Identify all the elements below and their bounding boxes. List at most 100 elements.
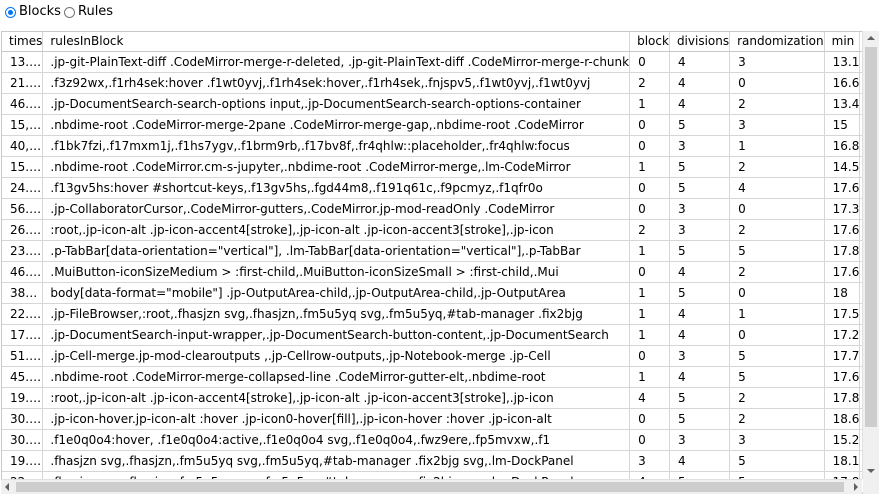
table-cell-times[interactable]: 45.… [2, 366, 44, 388]
table-cell-times[interactable]: 26.… [2, 219, 44, 241]
table-row[interactable]: 24.….f13gv5hs:hover #shortcut-keys,.f13g… [2, 177, 877, 199]
table-cell-divisions[interactable]: 5 [669, 156, 731, 178]
radio-blocks-indicator[interactable] [5, 6, 16, 18]
table-cell-block[interactable]: 1 [629, 303, 670, 325]
table-cell-min[interactable]: 17.6 [824, 219, 861, 241]
radio-rules-label[interactable]: Rules [78, 4, 114, 19]
table-cell-rulesinblock[interactable]: .f1e0q0o4:hover, .f1e0q0o4:active,.f1e0q… [42, 429, 631, 451]
table-cell-min[interactable]: 17.3 [824, 198, 861, 220]
table-cell-times[interactable]: 38… [2, 282, 44, 304]
table-cell-randomization[interactable]: 2 [729, 408, 825, 430]
table-cell-block[interactable]: 1 [629, 93, 670, 115]
table-cell-times[interactable]: 30.… [2, 408, 44, 430]
table-cell-min[interactable]: 13.1 [824, 51, 861, 73]
table-cell-min[interactable]: 15.2 [824, 429, 861, 451]
table-row[interactable]: 30.….f1e0q0o4:hover, .f1e0q0o4:active,.f… [2, 429, 877, 451]
table-cell-divisions[interactable]: 4 [669, 324, 731, 346]
radio-blocks[interactable]: Blocks [5, 4, 61, 20]
table-cell-divisions[interactable]: 4 [669, 450, 731, 472]
table-cell-divisions[interactable]: 3 [669, 345, 731, 367]
table-cell-block[interactable]: 0 [629, 51, 670, 73]
table-row[interactable]: 30.….jp-icon-hover.jp-icon-alt :hover .j… [2, 408, 877, 430]
table-cell-times[interactable]: 17.… [2, 324, 44, 346]
radio-rules-indicator[interactable] [64, 6, 75, 18]
table-cell-randomization[interactable]: 2 [729, 219, 825, 241]
table-row[interactable]: 21.….f3z92wx,.f1rh4sek:hover .f1wt0yvj,.… [2, 72, 877, 94]
table-cell-rulesinblock[interactable]: :root,.jp-icon-alt .jp-icon-accent4[stro… [42, 387, 631, 409]
table-cell-randomization[interactable]: 5 [729, 345, 825, 367]
table-cell-rulesinblock[interactable]: .f13gv5hs:hover #shortcut-keys,.f13gv5hs… [42, 177, 631, 199]
table-cell-rulesinblock[interactable]: .f3z92wx,.f1rh4sek:hover .f1wt0yvj,.f1rh… [42, 72, 631, 94]
table-row[interactable]: 23.….p-TabBar[data-orientation="vertical… [2, 240, 877, 262]
table-cell-divisions[interactable]: 3 [669, 429, 731, 451]
table-cell-divisions[interactable]: 5 [669, 114, 731, 136]
table-cell-divisions[interactable]: 4 [669, 72, 731, 94]
table-row[interactable]: 22.….jp-FileBrowser,:root,.fhasjzn svg,.… [2, 303, 877, 325]
table-cell-times[interactable]: 23.… [2, 240, 44, 262]
table-cell-rulesinblock[interactable]: .MuiButton-iconSizeMedium > :first-child… [42, 261, 631, 283]
table-cell-block[interactable]: 0 [629, 198, 670, 220]
table-cell-block[interactable]: 0 [629, 429, 670, 451]
table-row[interactable]: 46.….jp-DocumentSearch-search-options in… [2, 93, 877, 115]
table-cell-min[interactable]: 18.1 [824, 450, 861, 472]
scroll-down-arrow-icon[interactable] [867, 469, 875, 473]
column-header-randomization[interactable]: randomization [729, 32, 825, 52]
table-cell-randomization[interactable]: 4 [729, 177, 825, 199]
table-cell-divisions[interactable]: 3 [669, 198, 731, 220]
table-cell-min[interactable]: 17.7 [824, 345, 861, 367]
table-row[interactable]: 26.…:root,.jp-icon-alt .jp-icon-accent4[… [2, 219, 877, 241]
table-cell-times[interactable]: 22.… [2, 303, 44, 325]
table-cell-block[interactable]: 1 [629, 156, 670, 178]
table-cell-block[interactable]: 1 [629, 366, 670, 388]
table-cell-rulesinblock[interactable]: .nbdime-root .CodeMirror-merge-collapsed… [42, 366, 631, 388]
table-cell-block[interactable]: 0 [629, 114, 670, 136]
table-cell-divisions[interactable]: 5 [669, 282, 731, 304]
column-header-rulesinblock[interactable]: rulesInBlock [42, 32, 631, 52]
table-row[interactable]: 38…body[data-format="mobile"] .jp-Output… [2, 282, 877, 304]
table-cell-times[interactable]: 51.… [2, 345, 44, 367]
table-cell-rulesinblock[interactable]: .jp-DocumentSearch-input-wrapper,.jp-Doc… [42, 324, 631, 346]
table-cell-block[interactable]: 1 [629, 240, 670, 262]
table-row[interactable]: 17.….jp-DocumentSearch-input-wrapper,.jp… [2, 324, 877, 346]
table-cell-randomization[interactable]: 0 [729, 198, 825, 220]
column-header-times[interactable]: times [2, 32, 44, 52]
scroll-up-arrow-icon[interactable] [867, 36, 875, 40]
table-cell-randomization[interactable]: 5 [729, 366, 825, 388]
table-cell-rulesinblock[interactable]: .f1bk7fzi,.f17mxm1j,.f1hs7ygv,.f1brm9rb,… [42, 135, 631, 157]
table-cell-times[interactable]: 40,… [2, 135, 44, 157]
table-cell-randomization[interactable]: 0 [729, 324, 825, 346]
table-cell-times[interactable]: 56.… [2, 198, 44, 220]
table-cell-rulesinblock[interactable]: .jp-DocumentSearch-search-options input,… [42, 93, 631, 115]
table-cell-min[interactable]: 18 [824, 282, 861, 304]
table-cell-rulesinblock[interactable]: .jp-CollaboratorCursor,.CodeMirror-gutte… [42, 198, 631, 220]
table-cell-divisions[interactable]: 5 [669, 240, 731, 262]
table-cell-randomization[interactable]: 0 [729, 282, 825, 304]
table-cell-times[interactable]: 30.… [2, 429, 44, 451]
table-row[interactable]: 15,….nbdime-root .CodeMirror-merge-2pane… [2, 114, 877, 136]
table-cell-block[interactable]: 2 [629, 219, 670, 241]
table-cell-min[interactable]: 17.5 [824, 303, 861, 325]
table-cell-divisions[interactable]: 4 [669, 303, 731, 325]
table-cell-rulesinblock[interactable]: .p-TabBar[data-orientation="vertical"], … [42, 240, 631, 262]
table-cell-min[interactable]: 16.6 [824, 72, 861, 94]
table-cell-rulesinblock[interactable]: .jp-FileBrowser,:root,.fhasjzn svg,.fhas… [42, 303, 631, 325]
table-row[interactable]: 56.….jp-CollaboratorCursor,.CodeMirror-g… [2, 198, 877, 220]
horizontal-scrollbar[interactable] [1, 479, 862, 494]
table-cell-rulesinblock[interactable]: .jp-Cell-merge.jp-mod-clearoutputs ,.jp-… [42, 345, 631, 367]
table-cell-min[interactable]: 17.6 [824, 177, 861, 199]
scroll-right-arrow-icon[interactable] [854, 483, 858, 491]
table-cell-times[interactable]: 46.… [2, 261, 44, 283]
scroll-left-arrow-icon[interactable] [5, 483, 9, 491]
table-cell-block[interactable]: 0 [629, 345, 670, 367]
table-cell-min[interactable]: 16.8 [824, 135, 861, 157]
radio-rules[interactable]: Rules [64, 4, 113, 20]
table-row[interactable]: 19.…:root,.jp-icon-alt .jp-icon-accent4[… [2, 387, 877, 409]
table-cell-randomization[interactable]: 2 [729, 93, 825, 115]
table-cell-rulesinblock[interactable]: .jp-git-PlainText-diff .CodeMirror-merge… [42, 51, 631, 73]
table-cell-rulesinblock[interactable]: .nbdime-root .CodeMirror-merge-2pane .Co… [42, 114, 631, 136]
table-cell-block[interactable]: 0 [629, 261, 670, 283]
table-cell-block[interactable]: 0 [629, 177, 670, 199]
table-row[interactable]: 15.….nbdime-root .CodeMirror.cm-s-jupyte… [2, 156, 877, 178]
table-cell-block[interactable]: 0 [629, 408, 670, 430]
column-header-divisions[interactable]: divisions [669, 32, 731, 52]
